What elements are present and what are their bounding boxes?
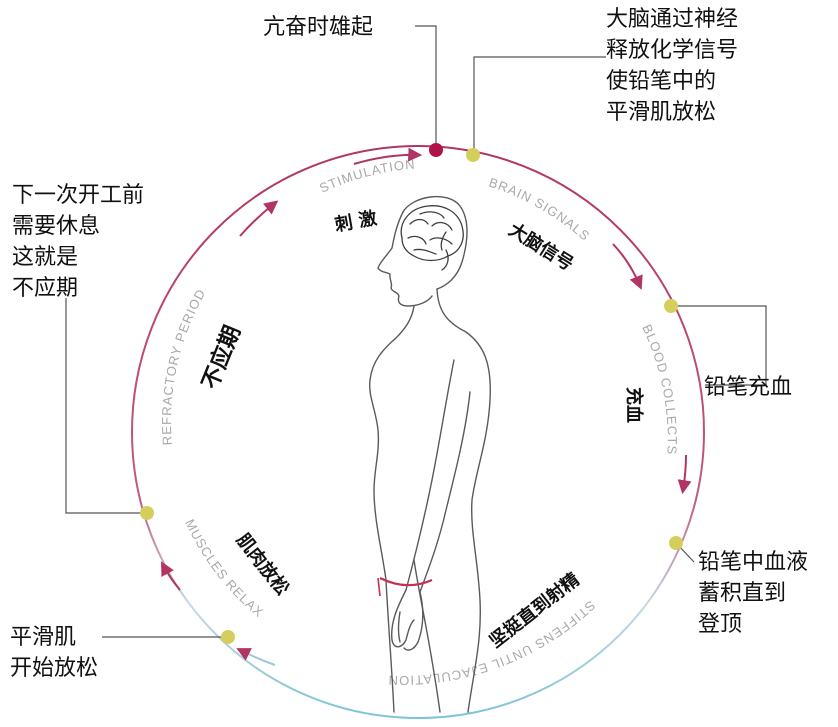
stage-label-en-blood-collects: BLOOD COLLECTS	[639, 322, 680, 456]
stage-label-zh-stimulation: 刺 激	[333, 207, 378, 236]
cycle-ring	[131, 145, 705, 719]
brain-icon	[400, 205, 464, 271]
arrow-to-stiffens	[677, 454, 692, 495]
stiffens-dot	[669, 536, 683, 550]
arrow-to-relax	[236, 648, 276, 666]
brain-signals-dot	[466, 148, 480, 162]
stage-label-en-stimulation: STIMULATION	[317, 156, 416, 195]
arrow-to-blood	[612, 243, 643, 290]
arrow-to-stimulation-2	[239, 200, 279, 237]
muscles-relax-dot	[221, 630, 235, 644]
callout-brain-signals: 大脑通过神经 释放化学信号 使铅笔中的 平滑肌放松	[606, 7, 739, 125]
stage-label-zh-blood-collects: 充血	[623, 387, 645, 423]
leader-refractory	[65, 298, 146, 514]
stage-label-zh-refractory: 不应期	[197, 322, 246, 393]
callout-blood-collects: 铅笔充血	[704, 375, 793, 400]
refractory-dot	[140, 506, 154, 520]
human-profile-figure-icon	[368, 195, 491, 713]
callout-refractory: 下一次开工前 需要休息 这就是 不应期	[12, 183, 145, 301]
stimulation-dot	[429, 143, 443, 157]
leader-blood	[672, 305, 767, 386]
leader-stimulation	[415, 25, 437, 148]
arrow-to-refractory	[161, 561, 181, 591]
stage-label-en-refractory: REFRACTORY PERIOD	[159, 286, 209, 446]
arm-band-marker	[379, 577, 433, 587]
arm-band-marker-2	[377, 577, 381, 597]
arrow-to-stimulation	[353, 147, 423, 165]
callout-stiffens: 铅笔中血液 蓄积直到 登顶	[698, 550, 809, 637]
leader-brain	[473, 56, 606, 152]
callout-muscles-relax: 平滑肌 开始放松	[10, 625, 99, 681]
callout-stimulation: 亢奋时雄起	[263, 15, 374, 40]
blood-collects-dot	[664, 299, 678, 313]
